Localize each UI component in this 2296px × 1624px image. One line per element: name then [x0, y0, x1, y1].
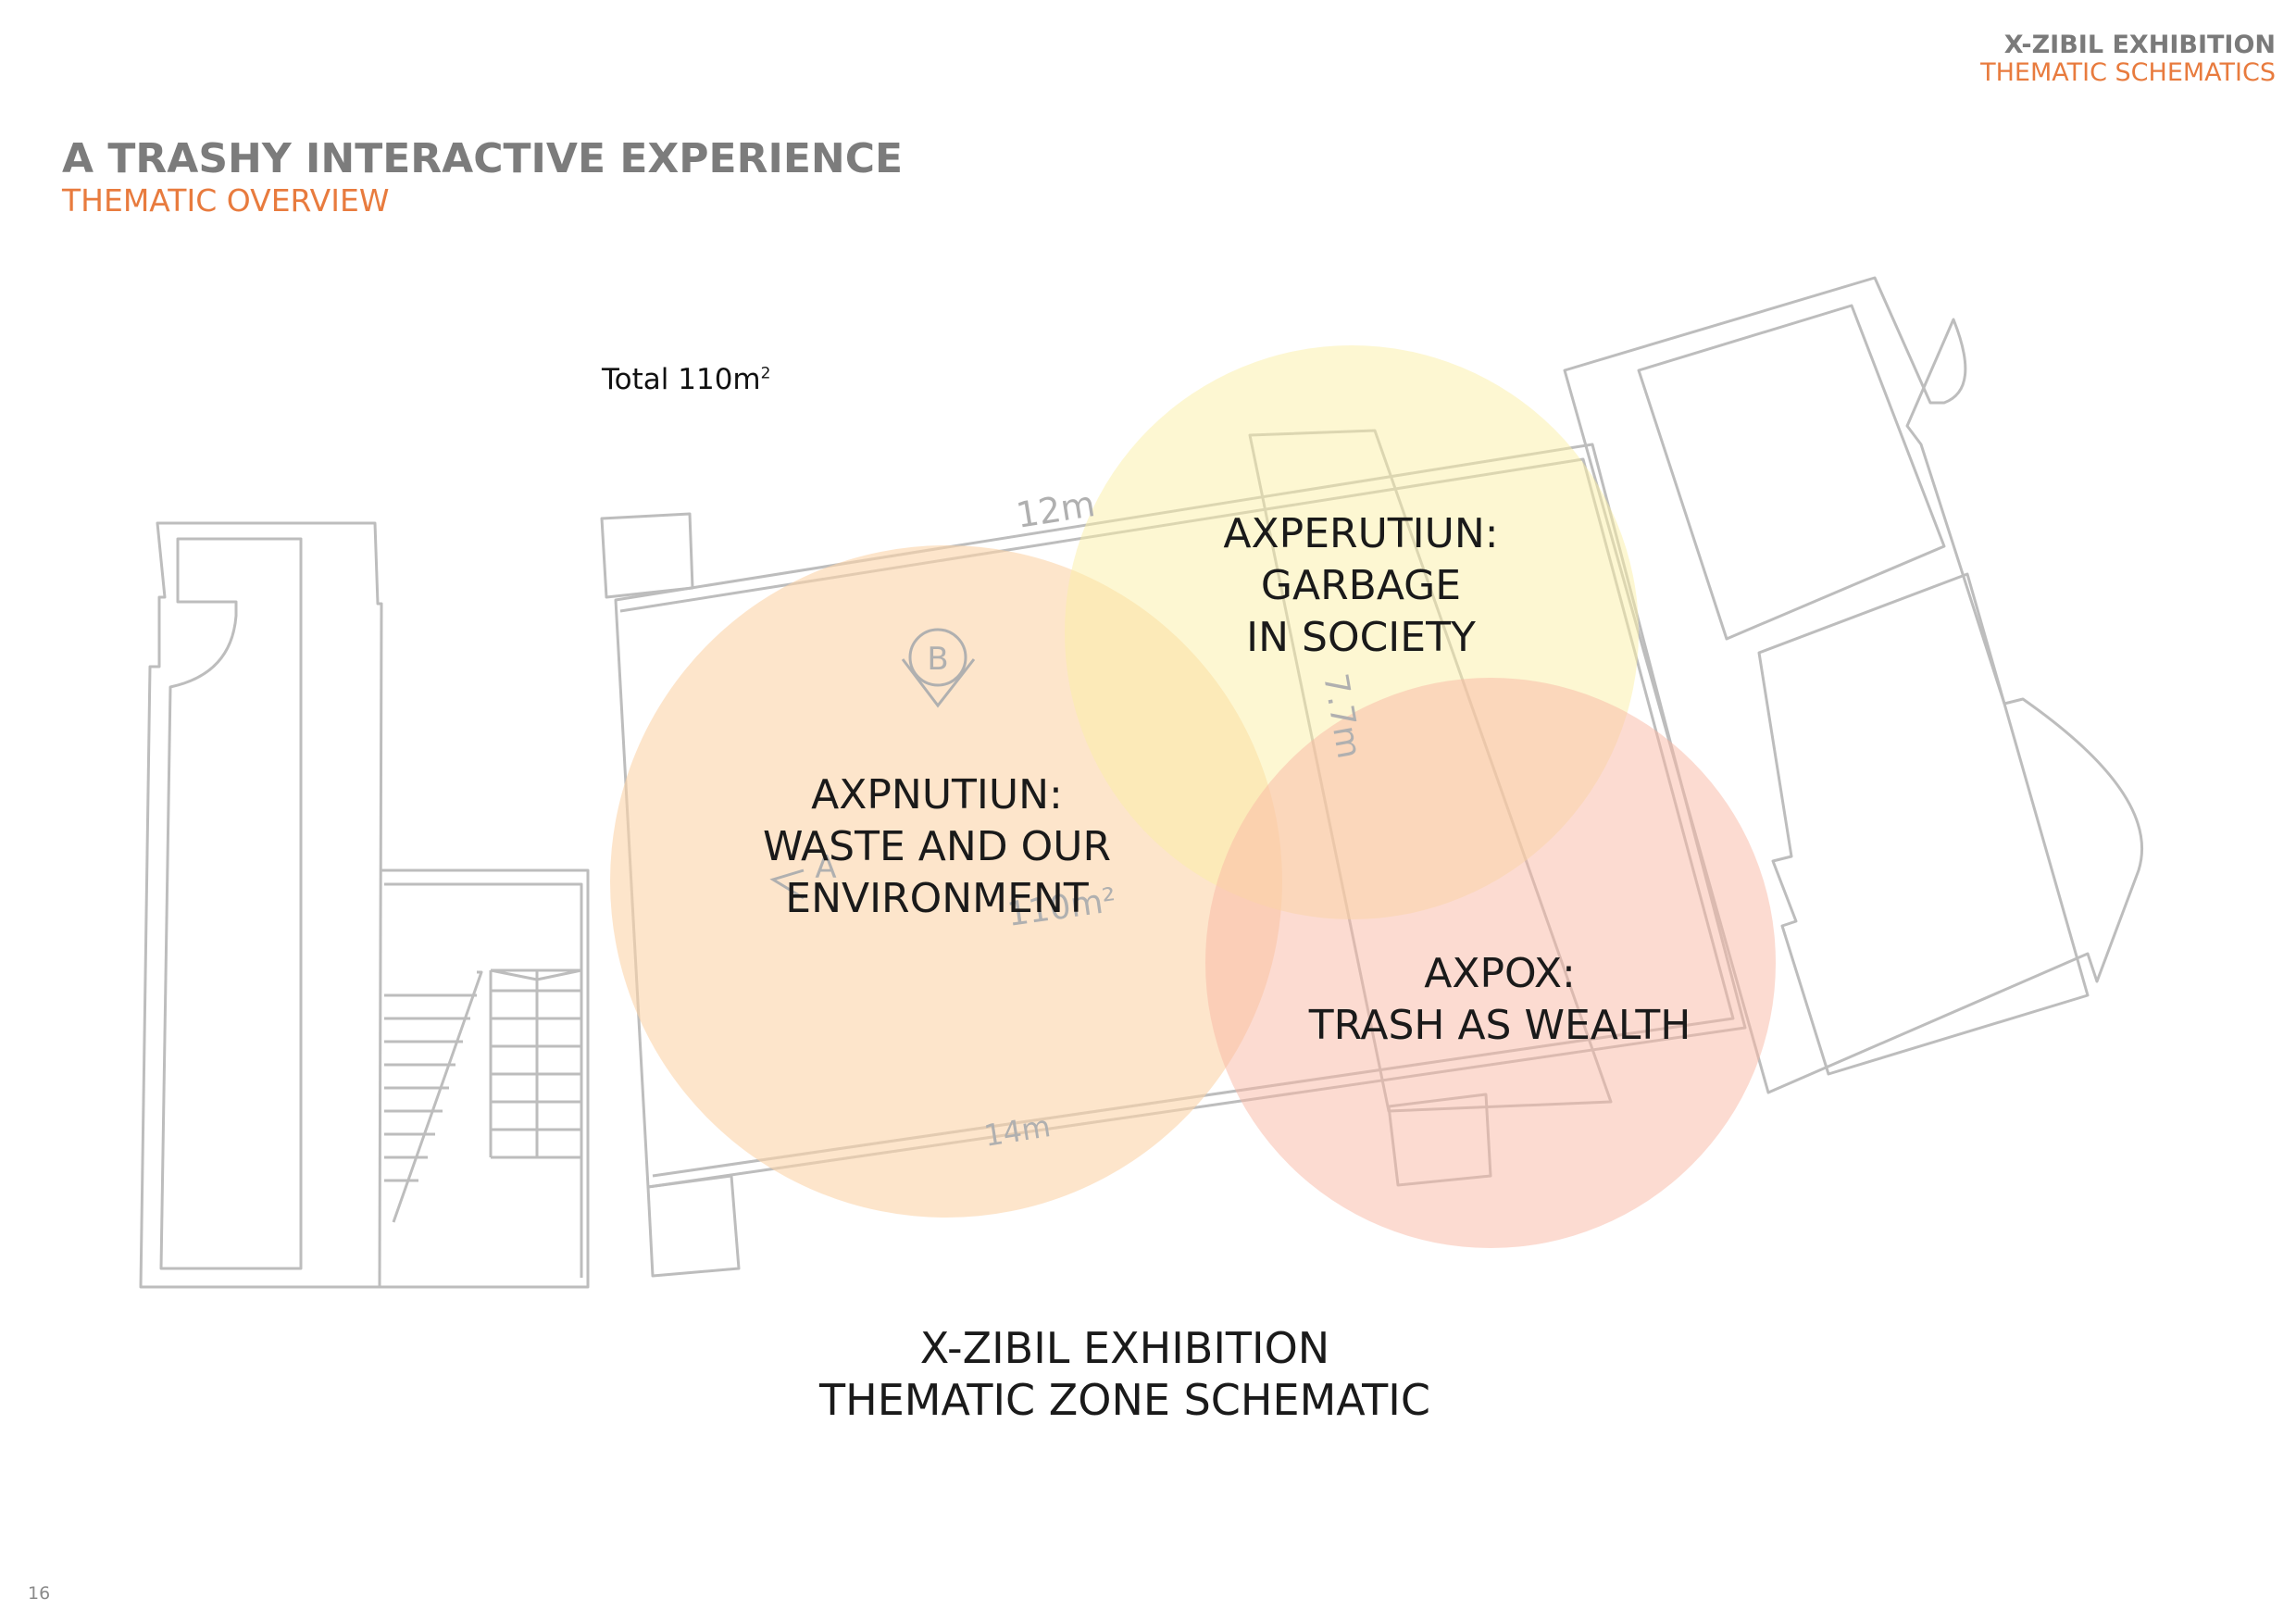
zone-society-line2: GARBAGE	[1261, 562, 1461, 609]
header-block: X-ZIBIL EXHIBITION THEMATIC SCHEMATICS	[1980, 31, 2276, 87]
caption-line2: THEMATIC ZONE SCHEMATIC	[819, 1375, 1430, 1425]
hall-bottom-column	[646, 1174, 741, 1278]
total-area-text: Total 110m	[602, 363, 761, 396]
left-building-outer	[139, 521, 383, 1289]
page-title: A TRASHY INTERACTIVE EXPERIENCE	[62, 135, 904, 182]
stair-treads-right	[489, 968, 582, 1159]
marker-a-label: A	[815, 849, 836, 886]
schematic-caption: X-ZIBIL EXHIBITION THEMATIC ZONE SCHEMAT…	[736, 1322, 1514, 1426]
zone-labels: AXPNUTIUN: WASTE AND OUR ENVIRONMENT AXP…	[763, 510, 1691, 1049]
page-number: 16	[28, 1583, 51, 1604]
header-exhibition: X-ZIBIL EXHIBITION	[2003, 31, 2276, 59]
marker-b-label: B	[927, 641, 948, 678]
staircase-inner	[384, 882, 583, 1278]
page-subtitle: THEMATIC OVERVIEW	[62, 182, 390, 219]
hall-left-column	[600, 512, 694, 599]
zone-environment-line2: WASTE AND OUR	[763, 823, 1111, 870]
zone-wealth-line2: TRASH AS WEALTH	[1308, 1002, 1691, 1049]
total-area-sup: 2	[760, 364, 771, 383]
marker-a	[769, 868, 805, 900]
right-annex-outer	[1563, 276, 2144, 1094]
staircase-frame	[380, 868, 590, 1289]
right-annex-room-top	[1637, 304, 1946, 641]
total-area-label: Total 110m2	[602, 363, 770, 396]
stair-treads-left	[384, 970, 483, 1223]
zone-environment-line3: ENVIRONMENT	[785, 875, 1089, 922]
header-section: THEMATIC SCHEMATICS	[1980, 58, 2276, 87]
zone-circle-wealth	[1205, 678, 1776, 1248]
zone-society-line3: IN SOCIETY	[1246, 614, 1476, 661]
zone-society-line1: AXPERUTIUN:	[1223, 510, 1498, 557]
caption-line1: X-ZIBIL EXHIBITION	[919, 1323, 1330, 1373]
zone-wealth-line1: AXPOX:	[1424, 950, 1576, 997]
left-building-inner	[159, 537, 303, 1270]
marker-b	[901, 628, 976, 708]
zone-environment-line1: AXPNUTIUN:	[811, 771, 1063, 818]
title-block: A TRASHY INTERACTIVE EXPERIENCE THEMATIC…	[62, 135, 903, 219]
right-annex-room-bottom	[1757, 572, 2090, 1076]
